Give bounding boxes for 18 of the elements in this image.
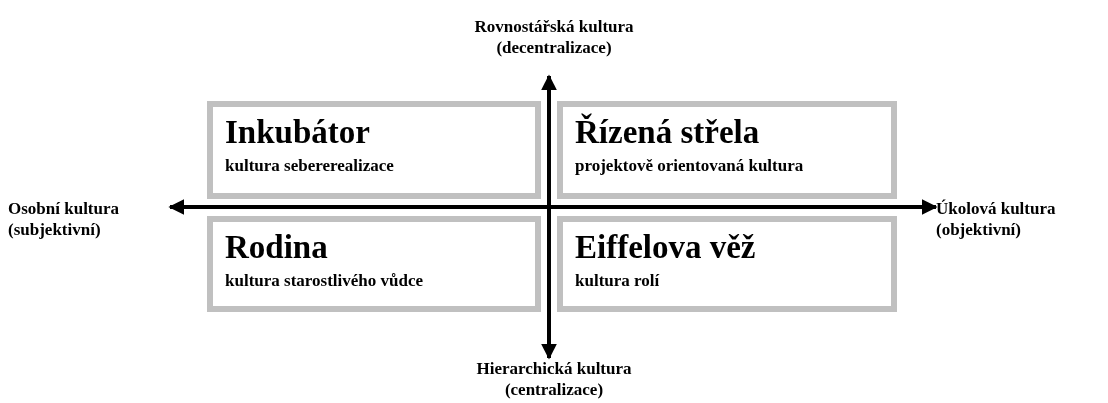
quadrant-subtitle: kultura sebererealizace [225,155,395,177]
axis-label: Hierarchická kultura (centralizace) [475,358,633,400]
axis-arrow [541,74,557,360]
quadrant-box [557,101,897,199]
quadrant-title: Řízená střela [575,113,761,151]
quadrant-box [207,216,541,312]
axis-label: Úkolová kultura (objektivní) [936,198,1057,240]
axis-arrow [168,199,938,215]
quadrant-box [557,216,897,312]
quadrant-box [207,101,541,199]
quadrant-title: Eiffelova věž [575,228,757,266]
quadrant-subtitle: kultura starostlivého vůdce [225,270,425,292]
quadrant-title: Rodina [225,228,329,266]
quadrant-title: Inkubátor [225,113,371,151]
quadrant-subtitle: kultura rolí [575,270,661,292]
axis-label: Rovnostářská kultura (decentralizace) [473,16,635,58]
axis-label: Osobní kultura (subjektivní) [8,198,120,240]
quadrant-subtitle: projektově orientovaná kultura [575,155,805,177]
